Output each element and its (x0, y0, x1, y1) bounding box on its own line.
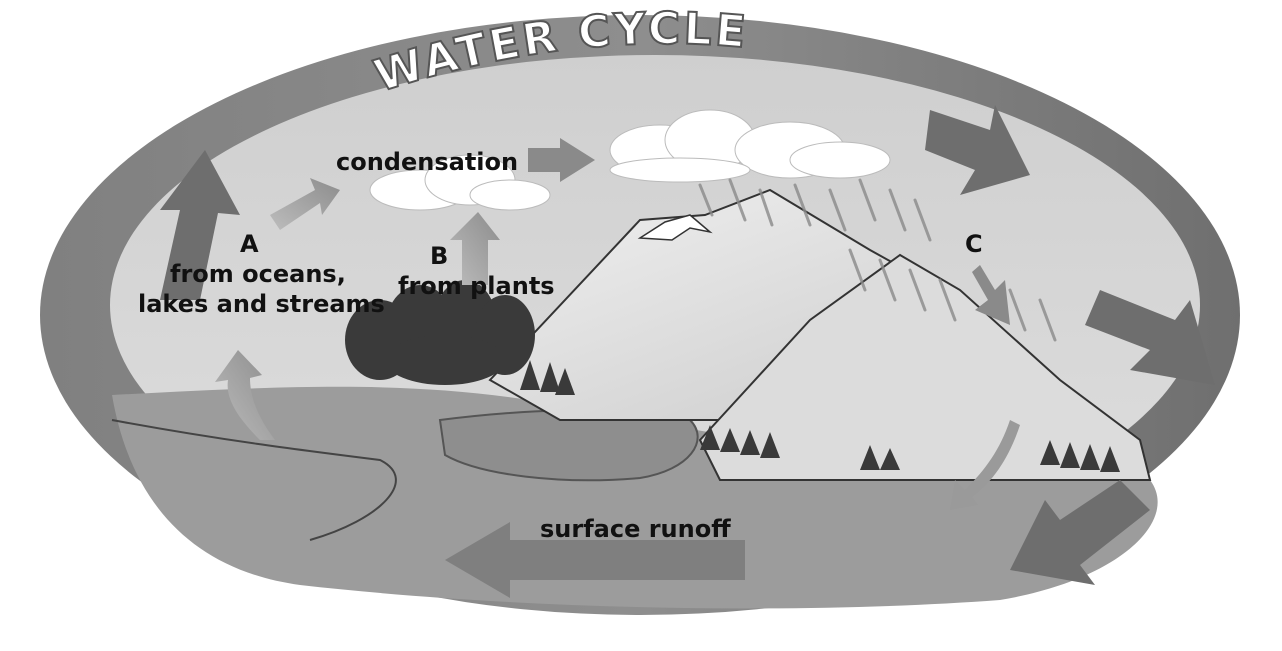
cloud-left (369, 154, 551, 211)
transpiration-arrow (450, 212, 500, 285)
runoff-arrow (445, 522, 745, 598)
condensation-arrow (528, 138, 595, 182)
label-a-line2: lakes and streams (138, 290, 385, 318)
mountain-runoff-arrow (950, 420, 1020, 510)
cycle-arrow-top-right (925, 105, 1030, 195)
precipitation-arrow (972, 265, 1010, 325)
ocean-lake-area (112, 386, 1158, 609)
label-a-letter: A (240, 230, 259, 258)
ocean-evaporation-arrow (215, 350, 275, 440)
surface-runoff-label: surface runoff (540, 515, 731, 543)
forest-right (700, 425, 1120, 472)
label-b-letter: B (430, 242, 449, 270)
cloud-center (609, 109, 891, 183)
evaporation-arrow (270, 178, 340, 230)
label-a-line1: from oceans, (170, 260, 346, 288)
mountain-front (698, 253, 1152, 481)
forest-left (345, 280, 575, 395)
label-b-line1: from plants (398, 272, 555, 300)
cycle-arrow-right (1085, 290, 1215, 385)
cycle-arrow-left (160, 150, 240, 300)
rain-streaks (698, 178, 1057, 342)
condensation-label: condensation (336, 148, 519, 176)
label-c-letter: C (965, 230, 983, 258)
shoreline (111, 419, 397, 541)
cycle-arrow-bottom-right (1010, 480, 1150, 585)
snow-cap (637, 214, 713, 241)
